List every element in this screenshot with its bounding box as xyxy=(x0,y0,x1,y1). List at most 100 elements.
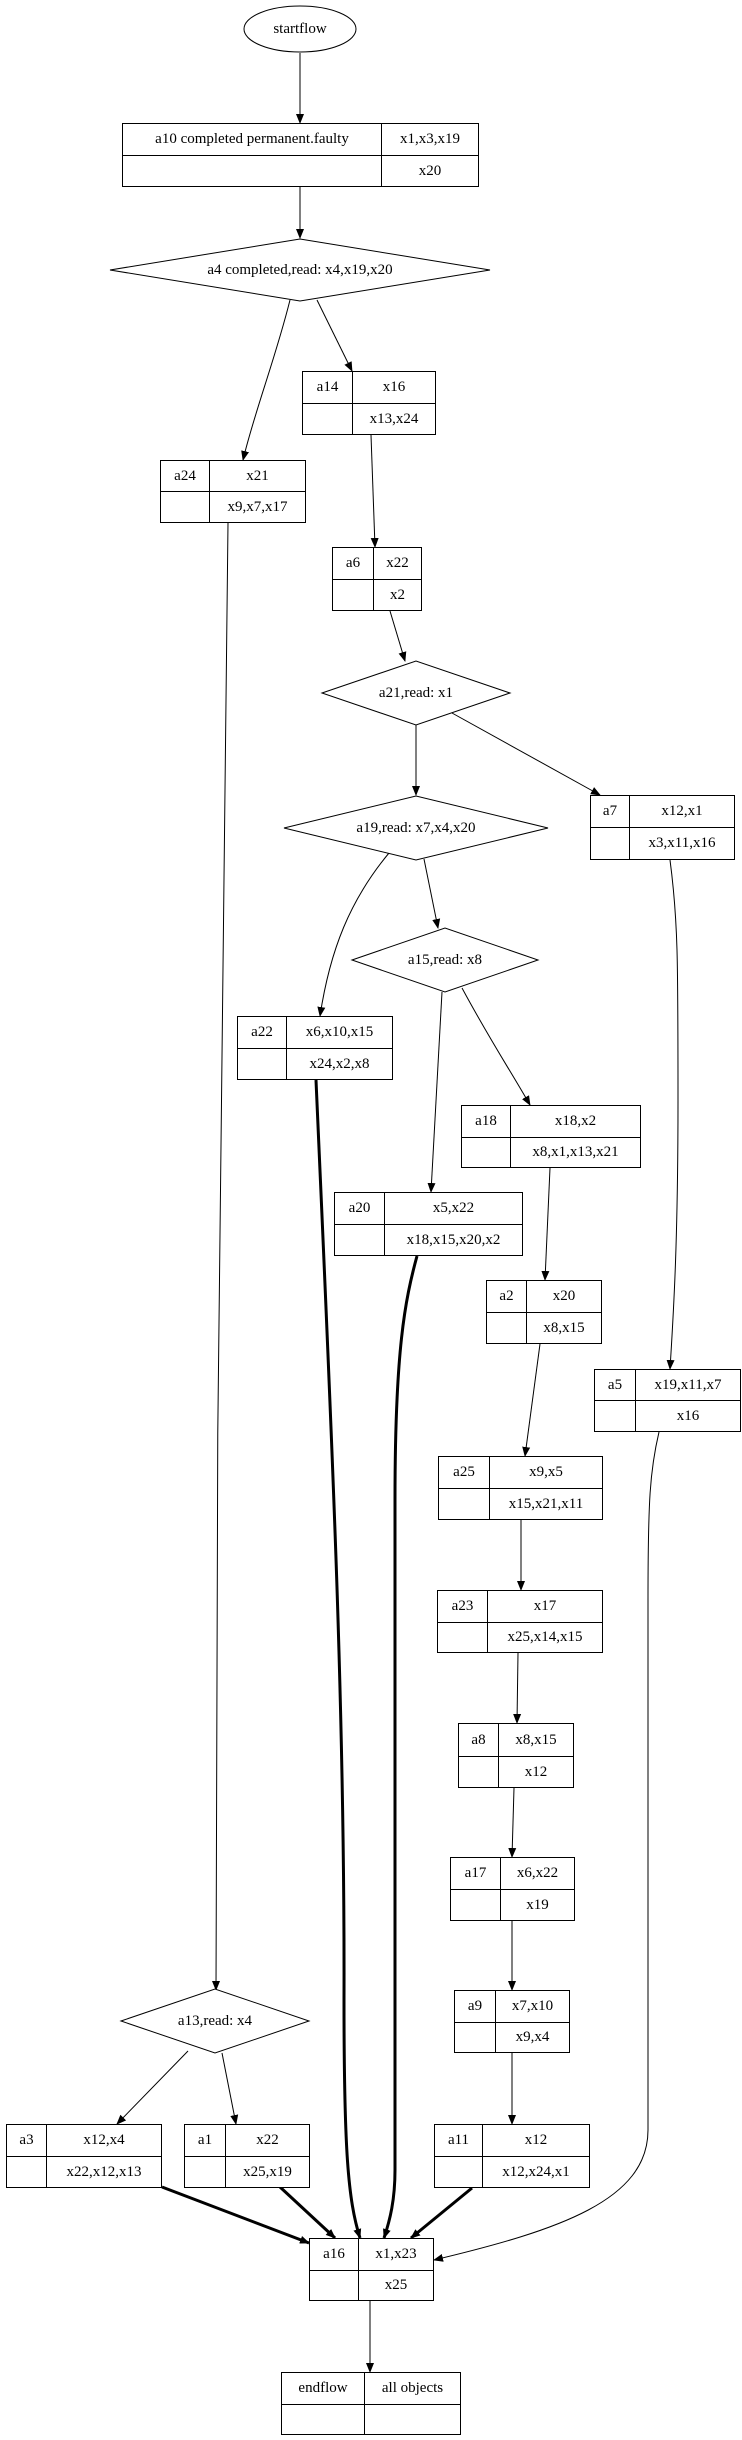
edge-a5-to-a16 xyxy=(433,1431,660,2262)
record-cell-bl xyxy=(7,2157,47,2187)
record-cell-br: x9,x7,x17 xyxy=(227,498,288,515)
record-cell-tl: a9 xyxy=(455,1991,496,2023)
decision-node-a19[interactable]: a19,read: x7,x4,x20 xyxy=(356,819,476,836)
record-cell-tr: x6,x22 xyxy=(501,1858,574,1890)
edge-a6-to-a21 xyxy=(389,610,407,662)
record-cell-tl: a25 xyxy=(439,1457,490,1489)
record-cell-tr: x21 xyxy=(210,461,305,492)
edge-a22-to-a16 xyxy=(314,1079,362,2239)
record-cell-tl: a3 xyxy=(7,2125,47,2157)
decision-node-a21[interactable]: a21,read: x1 xyxy=(378,684,454,701)
decision-node-a15[interactable]: a15,read: x8 xyxy=(407,951,483,968)
record-cell-tr: x5,x22 xyxy=(385,1193,522,1225)
record-cell-tl: a1 xyxy=(185,2125,226,2157)
record-cell-tl: a7 xyxy=(591,796,630,828)
decision-shape-a13 xyxy=(119,1988,311,2054)
edge-a13-to-a1 xyxy=(221,2052,239,2125)
decision-shape-a21 xyxy=(320,660,512,726)
record-cell-tl: a18 xyxy=(462,1106,511,1138)
decision-shape-a19 xyxy=(283,795,549,861)
record-cell-bl xyxy=(487,1313,527,1343)
edge-a15-to-a18 xyxy=(461,987,531,1106)
start-node-shape xyxy=(243,5,357,53)
record-cell-tr: all objects xyxy=(365,2373,460,2405)
record-cell-br: x9,x4 xyxy=(515,2029,550,2045)
record-cell-tl: a11 xyxy=(435,2125,483,2157)
record-cell-bl xyxy=(438,1623,488,1652)
record-cell-tr: x8,x15 xyxy=(499,1724,573,1757)
edge-a3-to-a16 xyxy=(161,2185,310,2245)
decision-node-a4[interactable]: a4 completed,read: x4,x19,x20 xyxy=(207,261,393,278)
edge-a23-to-a8 xyxy=(513,1652,522,1724)
record-cell-tr: x19,x11,x7 xyxy=(636,1370,740,1401)
record-cell-bl xyxy=(459,1757,499,1787)
record-cell-tl: a5 xyxy=(595,1370,636,1401)
record-cell-tl: a24 xyxy=(161,461,210,492)
record-cell-br: x15,x21,x11 xyxy=(508,1495,584,1512)
record-cell-bl xyxy=(303,404,353,434)
edge-a2-to-a25 xyxy=(522,1343,541,1457)
edge-a13-to-a3 xyxy=(116,2050,189,2125)
record-cell-tr: x17 xyxy=(488,1591,602,1623)
record-cell-tl: a22 xyxy=(238,1017,287,1049)
record-cell-tr: x9,x5 xyxy=(490,1457,602,1489)
record-cell-tr: x12,x1 xyxy=(630,796,734,828)
record-cell-tl: a16 xyxy=(310,2239,359,2271)
edge-a8-to-a17 xyxy=(508,1787,517,1858)
decision-shape-a4 xyxy=(109,238,491,302)
edge-a24-to-a13 xyxy=(212,522,229,1991)
record-cell-br: x8,x15 xyxy=(543,1319,585,1336)
decision-node-a13[interactable]: a13,read: x4 xyxy=(177,2012,253,2029)
record-cell-bl xyxy=(185,2157,226,2187)
record-cell-bl xyxy=(455,2023,496,2052)
record-cell-br: x13,x24 xyxy=(369,410,419,427)
record-cell-bl xyxy=(435,2157,483,2187)
record-cell-bl xyxy=(451,1890,501,1920)
record-cell-br: x8,x1,x13,x21 xyxy=(532,1144,619,1160)
record-cell-tr: x22 xyxy=(226,2125,309,2157)
record-cell-bl xyxy=(123,156,382,186)
edge-a19-to-a15 xyxy=(423,858,441,929)
edge-a1-to-a16 xyxy=(278,2185,337,2240)
record-cell-tl: a23 xyxy=(438,1591,488,1623)
record-cell-bl xyxy=(335,1225,385,1255)
record-cell-br: x25,x19 xyxy=(243,2163,292,2180)
start-node[interactable]: startflow xyxy=(273,21,327,37)
record-cell-br: x25,x14,x15 xyxy=(507,1629,583,1645)
record-cell-tl: a20 xyxy=(335,1193,385,1225)
edge-a15-to-a20 xyxy=(427,991,443,1193)
record-cell-br: x18,x15,x20,x2 xyxy=(406,1231,501,1248)
edge-a4-to-a14 xyxy=(316,299,353,372)
record-cell-tl: endflow xyxy=(282,2373,365,2405)
record-cell-bl xyxy=(310,2271,359,2300)
record-cell-tr: x16 xyxy=(353,372,435,404)
record-cell-br: x12,x24,x1 xyxy=(502,2163,570,2180)
record-cell-tr: x1,x23 xyxy=(359,2239,433,2271)
record-cell-tr: x18,x2 xyxy=(511,1106,640,1138)
record-cell-bl xyxy=(333,580,374,610)
record-cell-tr: x12,x4 xyxy=(47,2125,161,2157)
record-cell-bl xyxy=(282,2405,365,2434)
record-cell-bl xyxy=(595,1401,636,1431)
